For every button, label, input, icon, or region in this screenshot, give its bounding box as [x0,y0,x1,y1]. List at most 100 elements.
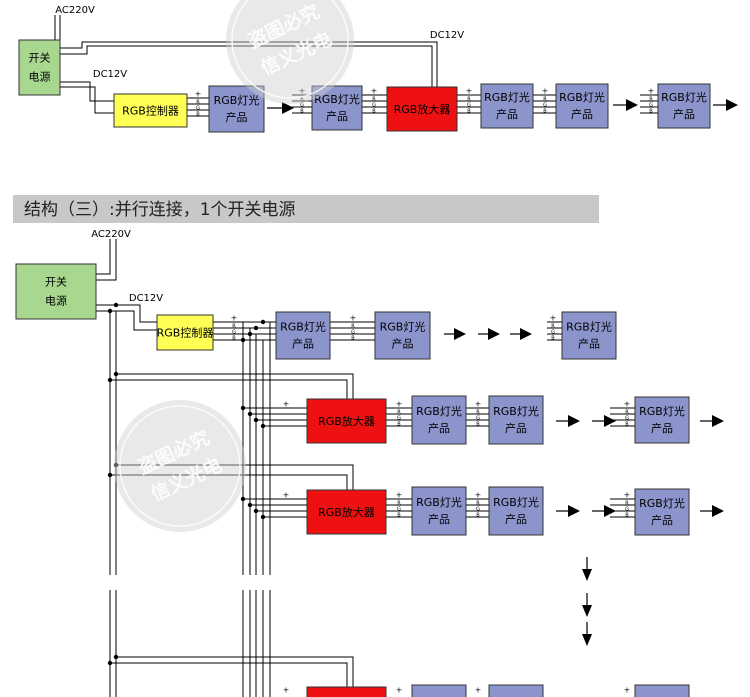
pin-r-label: R [300,97,304,103]
junction-dot [247,331,253,337]
rgb-light-label-line1: RGB灯光 [639,496,685,510]
dc-wire-amp [116,464,354,491]
pin-b-label: B [232,336,236,342]
pin-b-label: B [196,112,200,118]
section-title: 结构（三）:并行连接，1个开关电源 [24,200,296,220]
rgb-light-product [561,311,617,360]
pin-r-label: R [196,100,200,106]
psu-label-line2: 电源 [45,294,67,308]
rgb-light-product [411,395,467,445]
rgb-controller [113,93,188,128]
pin-r-label: R [625,501,629,507]
pin-r-label: R [551,324,555,330]
rgb-trunk [263,321,271,575]
pin-b-label: B [649,109,653,115]
pin-g-label: G [649,103,653,109]
rgb-light-label-line2: 产品 [226,110,248,124]
rgb-amplifier-label: RGB放大器 [318,505,375,519]
pin-g-label: G [625,507,629,513]
junction-dot [253,325,259,331]
rgb-light-product [488,486,544,536]
rgb-light-product [657,83,711,129]
pin-plus-label: + [350,314,357,323]
flow-arrow-head [604,505,616,517]
flow-arrow-head [604,415,616,427]
rgb-light-label-line2: 产品 [505,512,527,526]
rgb-light-product [411,486,467,536]
watermark-seal [226,0,354,104]
junction-dot [107,660,113,666]
pin-b-label: B [543,109,547,115]
rgb-light-label-line1: RGB灯光 [314,92,360,106]
pin-plus-label: + [396,400,403,409]
junction-dot [240,337,246,343]
junction-dot [260,423,266,429]
rgb-light-label-line2: 产品 [428,421,450,435]
dc-wire [96,310,157,331]
pin-r-label: R [372,97,376,103]
rgb-amplifier-partial [306,686,387,697]
rgb-light-label-line1: RGB灯光 [493,495,539,509]
pin-g-label: G [397,416,401,422]
rgb-light-product [634,396,690,444]
rgb-light-label-line2: 产品 [428,512,450,526]
dc-voltage-label: DC12V [129,293,163,304]
dc-wire [60,81,114,102]
pin-g-label: G [625,416,629,422]
pin-r-label: R [232,324,236,330]
pin-g-label: G [476,507,480,513]
pin-b-label: B [476,422,480,428]
dc-voltage-label: DC12V [430,30,464,41]
junction-dot [107,377,113,383]
rgb-controller-label: RGB控制器 [122,104,179,118]
pin-plus-label: + [371,87,378,96]
dc-wire-amp [116,656,354,688]
rgb-light-product [311,85,363,131]
junction-dot [240,496,246,502]
rgb-light-product-partial [634,684,690,697]
pin-r-label: R [351,324,355,330]
rgb-light-product [488,395,544,445]
junction-dot [113,462,119,468]
rgb-light-label-line2: 产品 [392,337,414,351]
rgb-light-label-line2: 产品 [505,421,527,435]
ac-voltage-label: AC220V [91,229,131,240]
flow-arrow-head [582,569,592,581]
pin-b-label: B [625,513,629,519]
section-header-bar [13,195,599,223]
psu-label-line1: 开关 [29,51,51,65]
pin-b-label: B [625,422,629,428]
pin-g-label: G [551,330,555,336]
flow-arrow-head [712,415,724,427]
flow-arrow-head [282,102,294,114]
pin-plus-label: + [466,87,473,96]
flow-arrow-head [568,505,580,517]
flow-arrow-head [712,505,724,517]
dc-wire-amp [60,45,433,87]
pin-g-label: G [196,106,200,112]
pin-g-label: G [300,103,304,109]
junction-dot [240,405,246,411]
pin-r-label: R [467,97,471,103]
pin-plus-label: + [231,314,238,323]
pin-r-label: R [649,97,653,103]
dc-wire-amp [110,379,348,400]
junction-dot [113,302,119,308]
ac-voltage-label: AC220V [55,5,95,16]
rgb-light-product-partial [488,684,544,697]
junction-dot [113,371,119,377]
junction-dot [107,308,113,314]
dc-wire-amp [60,41,438,87]
pin-b-label: B [351,336,355,342]
pin-g-label: G [467,103,471,109]
junction-dot [253,508,259,514]
pin-plus-label: + [396,491,403,500]
dc-wire-amp [110,662,348,688]
pin-plus-label: + [648,87,655,96]
rgb-controller [156,314,214,351]
rgb-amplifier [386,86,458,132]
pin-plus-label: + [283,400,290,409]
psu-label-line2: 电源 [29,70,51,84]
psu-label-line1: 开关 [45,275,67,289]
pin-plus-label: + [624,686,631,695]
